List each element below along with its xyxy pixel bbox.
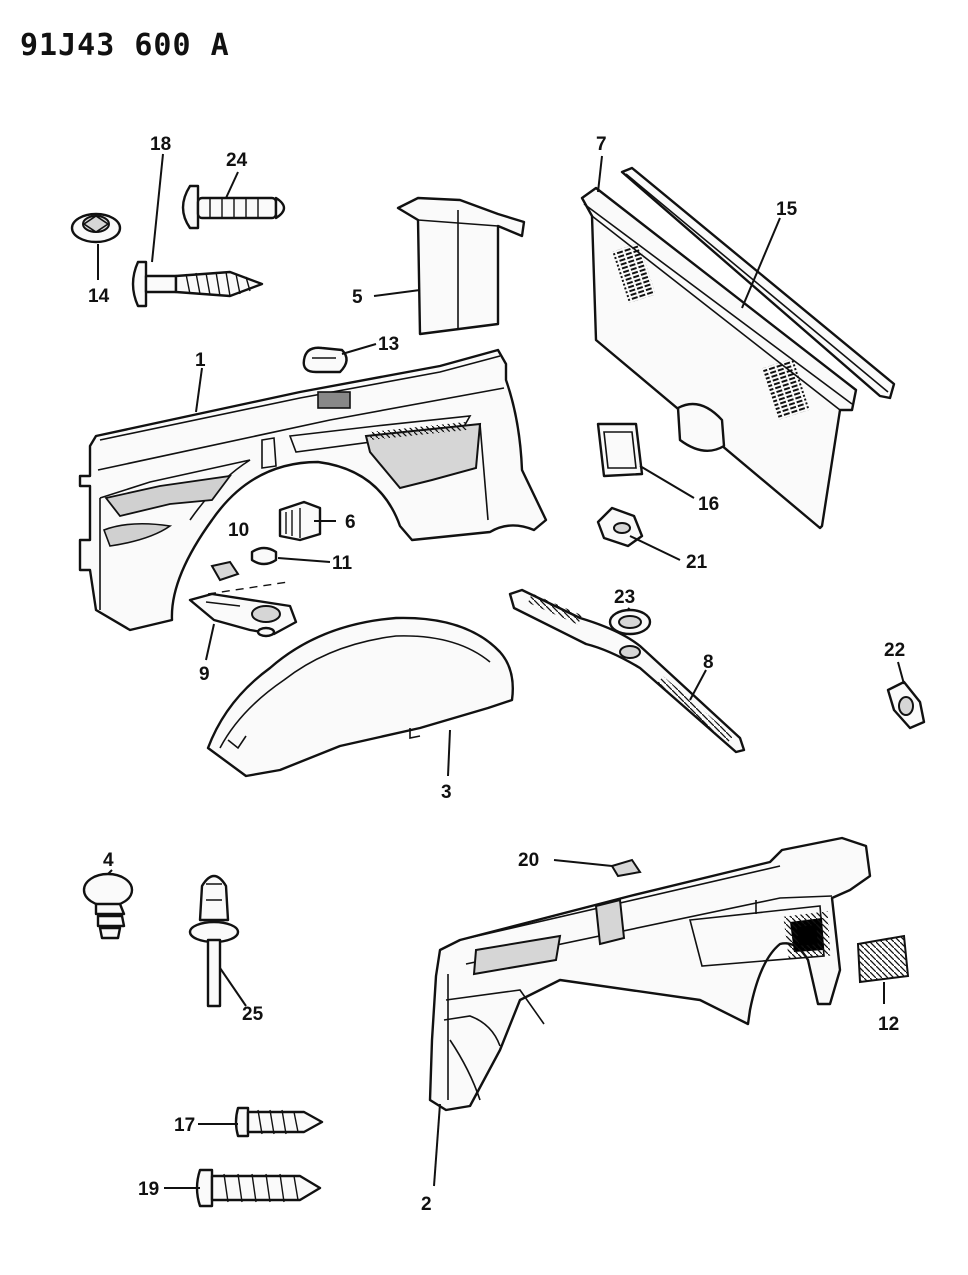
part-8-sill-plate [508, 588, 746, 754]
callout-20: 20 [518, 850, 539, 871]
part-13-clip [302, 346, 348, 374]
part-1-left-quarter-panel [78, 348, 548, 632]
callout-22: 22 [884, 640, 905, 661]
part-10-pad [210, 560, 240, 582]
part-15-weatherstrip [620, 166, 896, 400]
assembly-dash-line [207, 581, 289, 595]
callout-19: 19 [138, 1179, 159, 1200]
part-22-latch-cover [886, 680, 926, 730]
part-12-vent-grille [856, 934, 910, 984]
callout-21: 21 [686, 552, 708, 573]
part-21-latch-cover [596, 506, 644, 548]
callout-12: 12 [878, 1014, 899, 1035]
callout-10: 10 [228, 520, 249, 541]
part-2-right-quarter-panel [428, 836, 872, 1112]
part-25-rivet [188, 874, 240, 1008]
part-17-screw [234, 1106, 324, 1138]
part-14-push-nut [70, 212, 122, 244]
part-19-screw [195, 1168, 322, 1208]
callout-15: 15 [776, 199, 798, 220]
callout-18: 18 [150, 134, 171, 155]
callout-23: 23 [614, 587, 635, 608]
callout-3: 3 [441, 782, 452, 803]
callout-1: 1 [195, 350, 206, 371]
callout-24: 24 [226, 150, 248, 171]
part-9-bracket [188, 592, 298, 638]
part-20-clip [610, 858, 642, 878]
part-18-screw [131, 260, 264, 308]
callout-labels: 1 2 3 4 5 6 7 8 9 10 11 12 13 14 15 16 1… [88, 134, 905, 1215]
callout-6: 6 [345, 512, 356, 533]
part-11-plug [250, 546, 278, 566]
callout-8: 8 [703, 652, 714, 673]
callout-5: 5 [352, 287, 363, 308]
part-16-trim-pad [596, 422, 644, 478]
callout-11: 11 [332, 553, 353, 574]
part-3-wheelhouse-cover [206, 616, 514, 778]
drawing-code: 91J43 600 A [20, 28, 230, 63]
part-5-pillar-trim [396, 196, 526, 336]
callout-4: 4 [103, 850, 114, 871]
callout-7: 7 [596, 134, 607, 155]
part-4-push-pin [82, 872, 134, 940]
part-6-bracket [278, 500, 322, 542]
part-7-liftgate-panel [580, 186, 858, 530]
part-23-grommet [608, 608, 652, 636]
part-24-fastener [181, 184, 286, 230]
callout-2: 2 [421, 1194, 432, 1215]
callout-9: 9 [199, 664, 210, 685]
callout-13: 13 [378, 334, 399, 355]
leader-lines [97, 153, 905, 1189]
callout-17: 17 [174, 1115, 195, 1136]
callout-25: 25 [242, 1004, 264, 1025]
callout-14: 14 [88, 286, 110, 307]
callout-16: 16 [698, 494, 719, 515]
